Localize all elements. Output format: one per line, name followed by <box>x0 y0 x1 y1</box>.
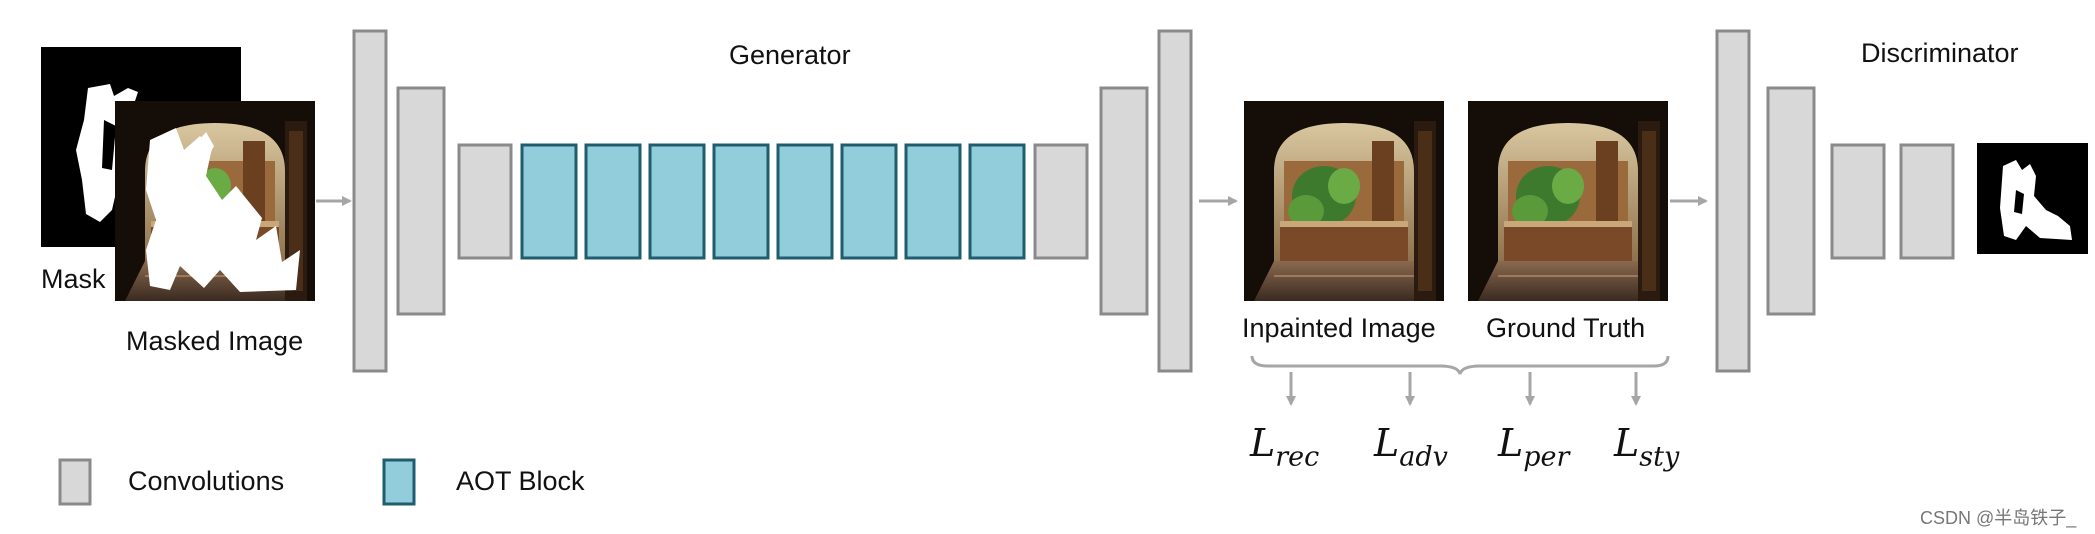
generator-title: Generator <box>729 40 851 70</box>
generator-conv-2 <box>396 86 446 316</box>
inpainted-image <box>1244 101 1444 301</box>
loss-brace <box>1250 355 1670 375</box>
loss-rec: Lrec <box>1250 421 1320 473</box>
legend-aot-swatch <box>382 458 416 506</box>
legend-convolution-swatch <box>58 458 92 506</box>
legend-convolutions-label: Convolutions <box>128 466 285 496</box>
aot-block <box>840 143 898 260</box>
aot-block <box>712 143 770 260</box>
inpainted-image-label: Inpainted Image <box>1242 313 1436 343</box>
discriminator-conv-2 <box>1766 86 1816 316</box>
aot-blocks <box>520 143 1026 260</box>
watermark: CSDN @半岛铁子_ <box>1920 508 2077 528</box>
masked-image <box>115 101 315 301</box>
generator-conv-4 <box>1033 143 1089 260</box>
discriminator-conv-1 <box>1715 29 1751 373</box>
aot-block <box>968 143 1026 260</box>
loss-per: Lper <box>1498 421 1570 473</box>
masked-image-label: Masked Image <box>126 326 304 356</box>
mask-label: Mask <box>41 264 106 294</box>
loss-sty: Lsty <box>1614 421 1680 473</box>
discriminator-title: Discriminator <box>1861 38 2019 68</box>
generator-conv-5 <box>1099 86 1149 316</box>
discriminator-conv-4 <box>1899 143 1955 260</box>
discriminator-conv-3 <box>1830 143 1886 260</box>
ground-truth-image <box>1468 101 1668 301</box>
aot-block <box>648 143 706 260</box>
aot-block <box>584 143 642 260</box>
generator-conv-6 <box>1157 29 1193 373</box>
generator-conv-1 <box>352 29 388 373</box>
discriminator-output-mask <box>1977 143 2088 254</box>
generator-conv-3 <box>457 143 513 260</box>
loss-adv: Ladv <box>1374 421 1448 473</box>
legend-aot-label: AOT Block <box>456 466 585 496</box>
aot-block <box>904 143 962 260</box>
ground-truth-label: Ground Truth <box>1486 313 1646 343</box>
aot-block <box>520 143 578 260</box>
aot-block <box>776 143 834 260</box>
